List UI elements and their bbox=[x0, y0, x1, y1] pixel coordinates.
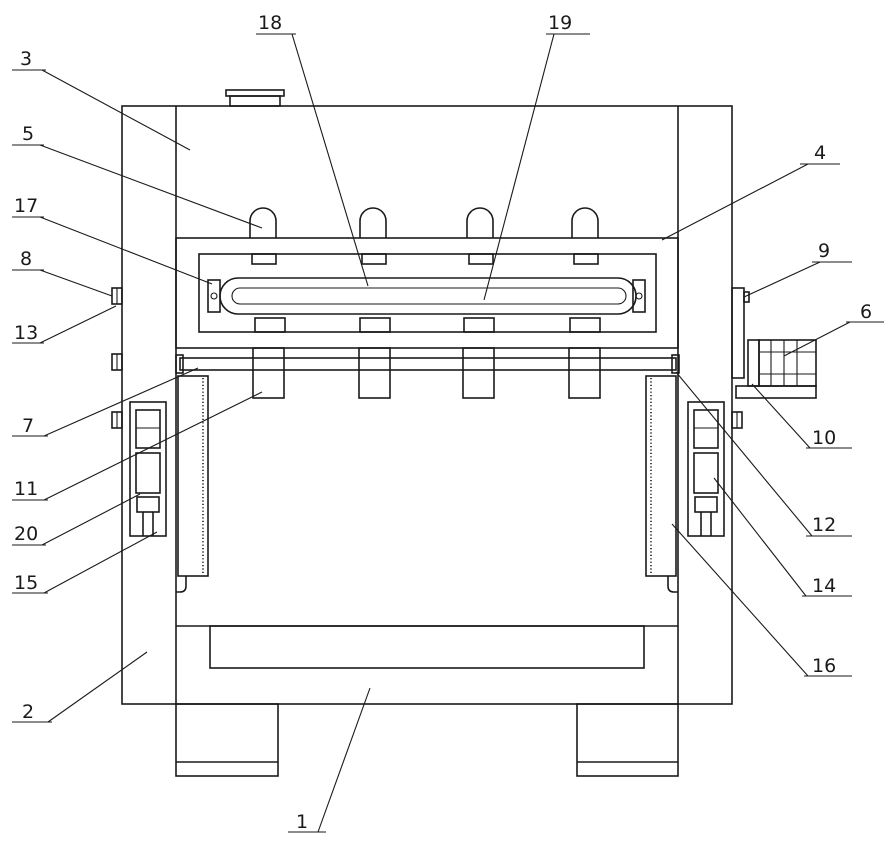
label-18: 18 bbox=[258, 12, 282, 34]
label-9: 9 bbox=[818, 240, 830, 262]
side-plates bbox=[176, 376, 678, 592]
legs bbox=[176, 704, 678, 776]
label-14: 14 bbox=[812, 575, 836, 597]
label-11: 11 bbox=[14, 478, 38, 500]
spray-nozzles bbox=[250, 208, 598, 264]
label-3: 3 bbox=[20, 48, 32, 70]
machine-frame bbox=[122, 106, 732, 704]
motor-assembly bbox=[732, 288, 816, 398]
part-labels: 1 2 3 4 5 6 7 8 9 10 11 12 13 14 15 16 1… bbox=[14, 12, 872, 833]
label-4: 4 bbox=[814, 142, 826, 164]
label-12: 12 bbox=[812, 514, 836, 536]
label-5: 5 bbox=[22, 123, 34, 145]
leader-lines bbox=[40, 34, 850, 832]
collection-tray bbox=[176, 626, 678, 668]
label-10: 10 bbox=[812, 427, 836, 449]
label-1: 1 bbox=[296, 811, 308, 833]
label-15: 15 bbox=[14, 572, 38, 594]
label-7: 7 bbox=[22, 415, 34, 437]
label-13: 13 bbox=[14, 322, 38, 344]
conveyor-frame bbox=[199, 254, 656, 332]
label-17: 17 bbox=[14, 195, 38, 217]
right-cylinder bbox=[688, 402, 724, 536]
label-8: 8 bbox=[20, 248, 32, 270]
rotating-shaft bbox=[176, 355, 679, 373]
label-19: 19 bbox=[548, 12, 572, 34]
label-20: 20 bbox=[14, 523, 38, 545]
label-2: 2 bbox=[22, 701, 34, 723]
label-underlines bbox=[12, 34, 884, 832]
label-16: 16 bbox=[812, 655, 836, 677]
conveyor-belt bbox=[208, 278, 645, 314]
top-inlet bbox=[226, 90, 284, 106]
left-cylinder bbox=[130, 402, 166, 536]
label-6: 6 bbox=[860, 301, 872, 323]
